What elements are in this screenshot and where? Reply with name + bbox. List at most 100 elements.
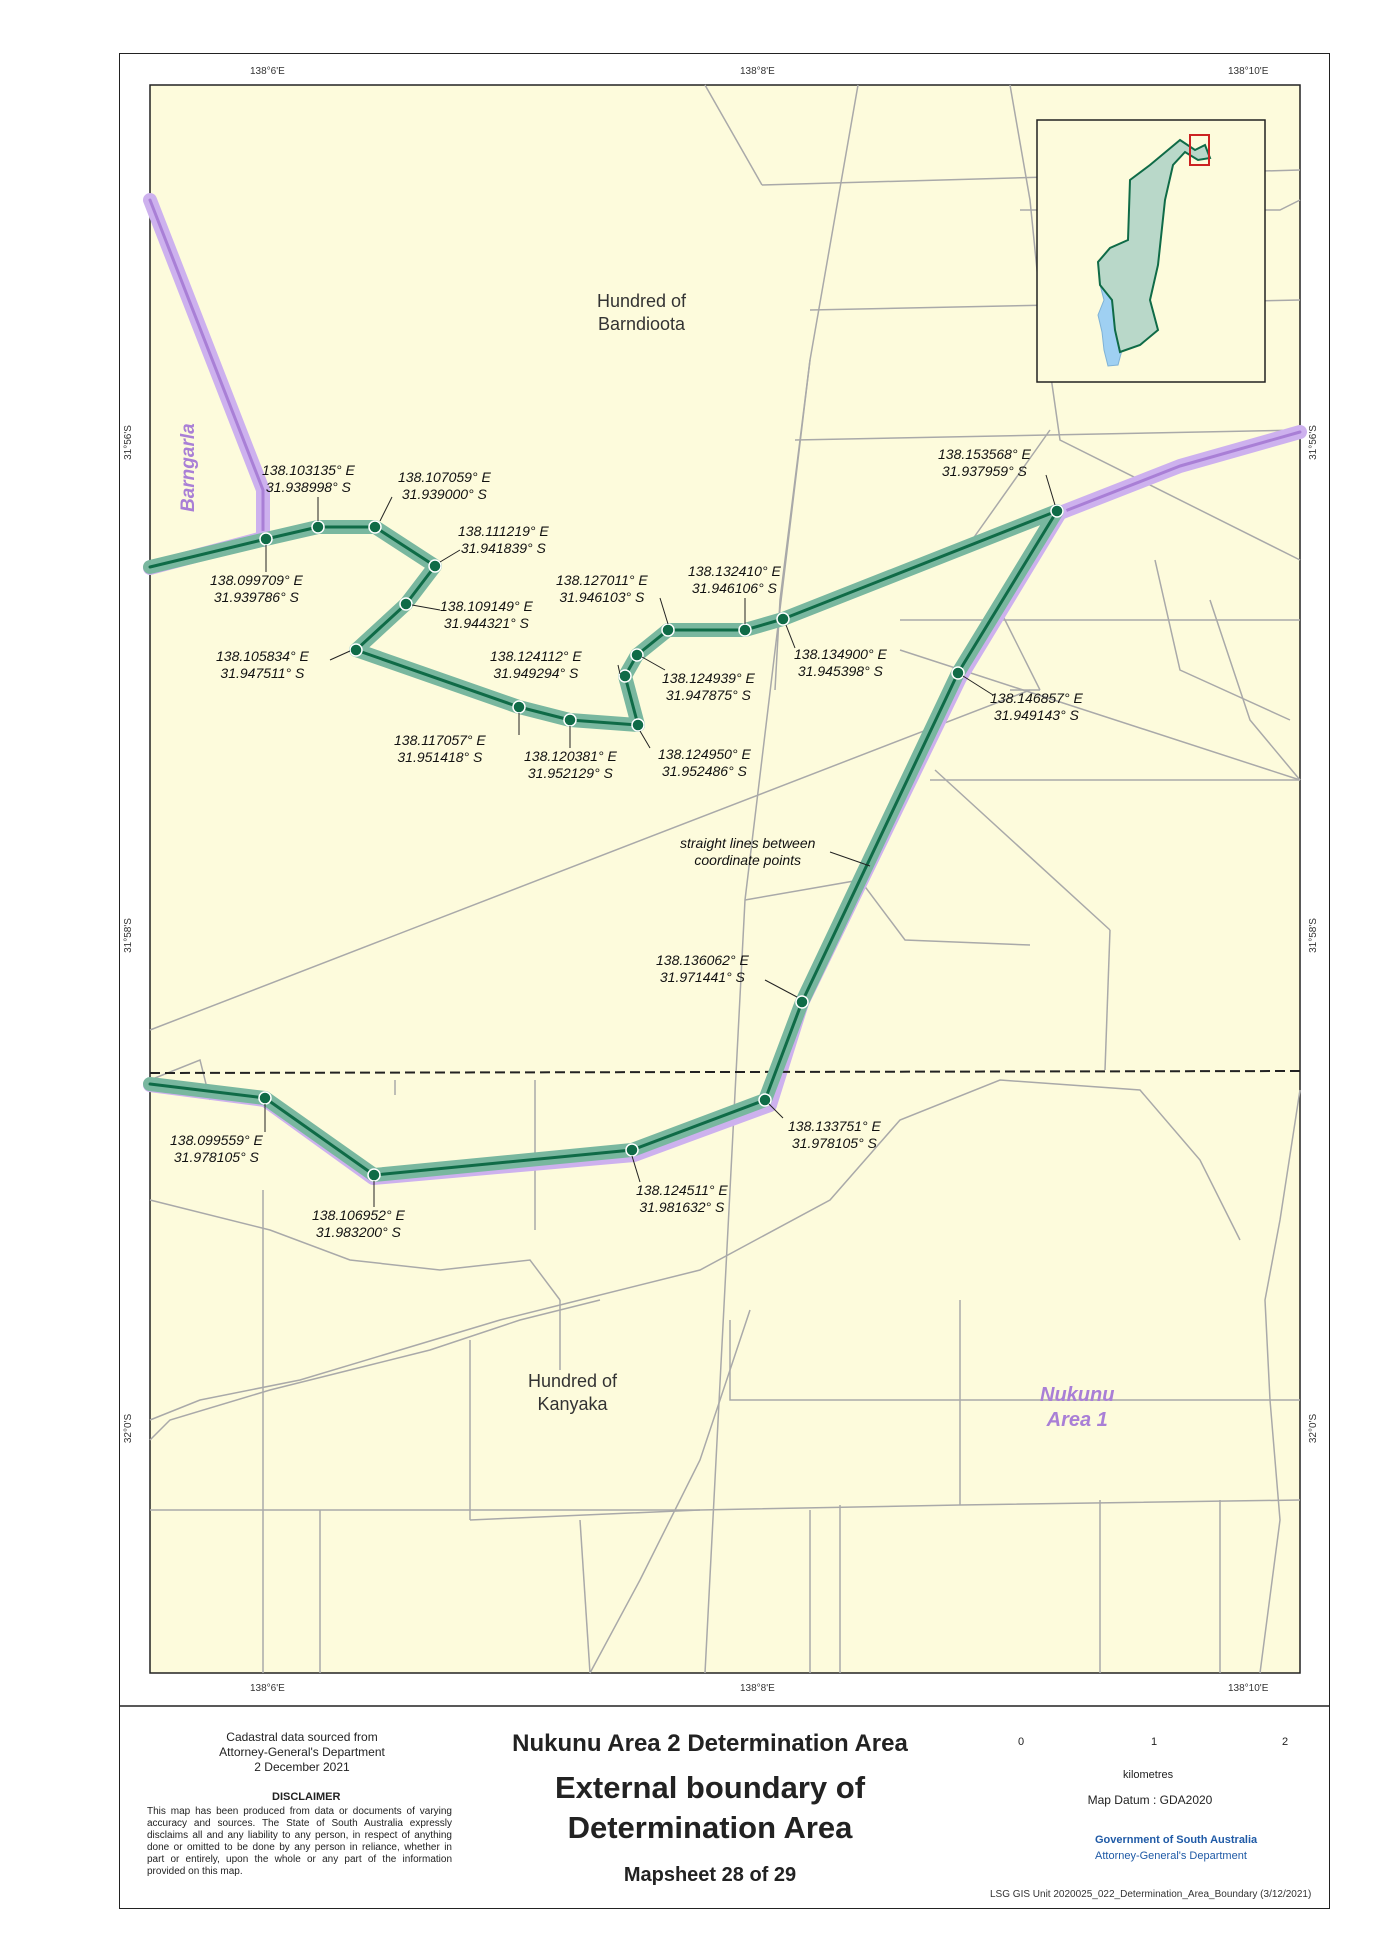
coord-e: 138.136062° E [656,952,749,968]
point-marker [630,648,644,662]
coord-e: 138.146857° E [990,690,1083,706]
map-title-large: External boundary of Determination Area [480,1768,940,1848]
point-marker [368,520,382,534]
tick-left-58s: 31°58'S [122,918,134,953]
hundred-boundary-dashed [149,1070,1301,1074]
coord-e: 138.117057° E [394,732,486,748]
coord-s: 31.944321° S [443,615,529,631]
scale-tick: 0 [1018,1736,1025,1748]
tick-top-6e: 138°6'E [250,66,285,77]
tick-left-56s: 31°56'S [122,425,134,460]
coord-s: 31.945398° S [797,663,883,679]
leader-lines [264,474,1056,1207]
coord-s: 31.952486° S [661,763,747,779]
point-marker [618,669,632,683]
scale-tick: 1 [1151,1736,1158,1748]
title-line: External boundary of [554,1770,866,1805]
note-line: straight lines between [680,835,816,851]
disclaimer-text: This map has been produced from data or … [147,1806,452,1877]
coord-e: 138.111219° E [458,523,549,539]
point-marker [631,718,645,732]
tick-right-0s: 32°0'S [1308,1413,1320,1444]
point-marker [367,1168,381,1182]
point-marker [563,713,577,727]
region-label-kanyaka: Hundred of Kanyaka [528,1370,617,1416]
coord-e: 138.124112° E [490,648,582,664]
point-marker [258,1091,272,1105]
point-marker [776,612,790,626]
scale-unit: kilometres [1123,1769,1174,1781]
point-marker [311,520,325,534]
tick-right-56s: 31°56'S [1307,425,1319,460]
region-line: Barndioota [597,314,686,334]
coord-s: 31.937959° S [941,463,1027,479]
point-marker [512,700,526,714]
coord-e: 138.134900° E [794,646,887,662]
coord-e: 138.120381° E [524,748,617,764]
point-marker [625,1143,639,1157]
straight-lines-note: straight lines between coordinate points [680,835,815,869]
source-line: 2 December 2021 [254,1760,350,1774]
gov-line-1: Government of South Australia [1095,1834,1258,1846]
coord-s: 31.971441° S [659,969,745,985]
coord-s: 31.949294° S [493,665,579,681]
coord-s: 31.981632° S [639,1199,725,1215]
tick-top-10e: 138°10'E [1228,66,1269,77]
point-marker [661,623,675,637]
region-line: Hundred of [597,291,687,311]
coord-e: 138.153568° E [938,446,1031,462]
point-marker [399,597,413,611]
coord-s: 31.947875° S [665,687,751,703]
coord-e: 138.127011° E [556,572,648,588]
coord-e: 138.132410° E [688,563,781,579]
title-line: Determination Area [567,1810,853,1845]
tick-left-0s: 32°0'S [123,1413,135,1444]
point-marker [738,623,752,637]
nukunu-line: Area 1 [1046,1409,1108,1431]
point-marker [428,559,442,573]
coord-e: 138.124950° E [658,746,751,762]
source-line: Attorney-General's Department [219,1745,385,1759]
coord-s: 31.978105° S [791,1135,877,1151]
tick-bottom-10e: 138°10'E [1228,1683,1269,1694]
coord-s: 31.951418° S [397,749,483,765]
coord-s: 31.946106° S [691,580,777,596]
region-line: Kanyaka [537,1394,608,1414]
point-marker [1050,504,1064,518]
disclaimer-title: DISCLAIMER [272,1791,341,1803]
footer-reference: LSG GIS Unit 2020025_022_Determination_A… [990,1889,1312,1900]
coord-e: 138.099709° E [210,572,303,588]
coord-e: 138.109149° E [440,598,533,614]
coord-s: 31.938998° S [265,479,351,495]
coord-e: 138.106952° E [312,1207,405,1223]
point-marker [349,643,363,657]
tick-top-8e: 138°8'E [740,66,775,77]
coord-s: 31.949143° S [993,707,1079,723]
data-source: Cadastral data sourced from Attorney-Gen… [192,1730,412,1775]
coord-s: 31.952129° S [527,765,613,781]
barngarla-label: Barngarla [178,423,199,512]
tick-right-58s: 31°58'S [1307,918,1319,953]
coord-e: 138.133751° E [788,1118,881,1134]
point-marker [758,1093,772,1107]
nukunu-area-1-label: Nukunu Area 1 [1040,1383,1114,1433]
coord-e: 138.107059° E [398,469,491,485]
